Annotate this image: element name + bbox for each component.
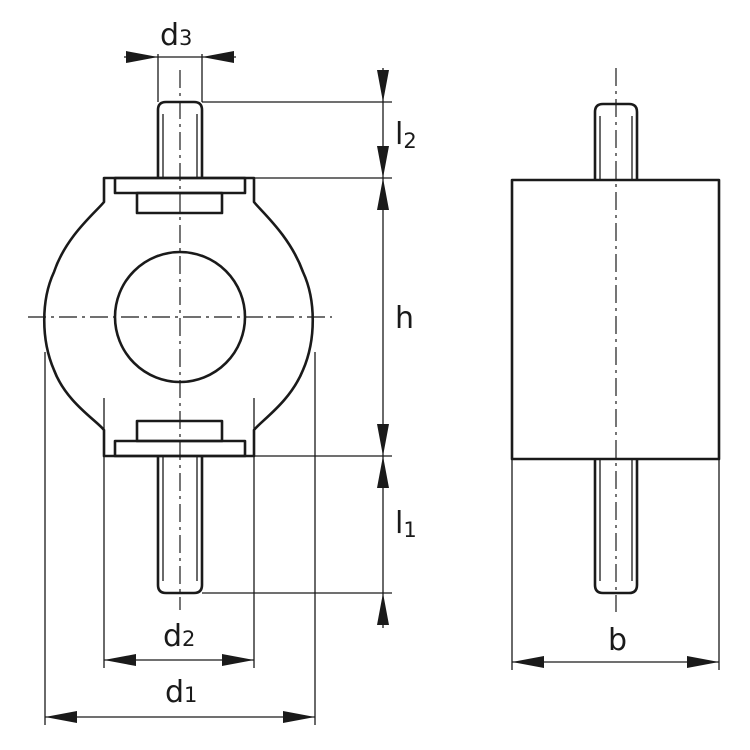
front-view [28, 70, 332, 610]
label-b: b [608, 623, 627, 658]
top-plate-boss [135, 191, 224, 215]
side-body [510, 178, 721, 461]
label-l1: l1 [395, 506, 417, 542]
label-d2: d2 [163, 619, 195, 654]
label-d3: d3 [160, 18, 192, 53]
side-view [510, 68, 721, 612]
bottom-stud [156, 456, 204, 595]
dimension-lines [45, 51, 719, 723]
label-h: h [395, 301, 414, 336]
label-l2: l2 [395, 117, 417, 153]
label-d1: d1 [165, 675, 197, 710]
dimension-labels: d3 l2 h l1 d2 d1 b [160, 18, 627, 710]
side-bottom-stud [593, 459, 639, 595]
extension-lines [44, 54, 720, 725]
